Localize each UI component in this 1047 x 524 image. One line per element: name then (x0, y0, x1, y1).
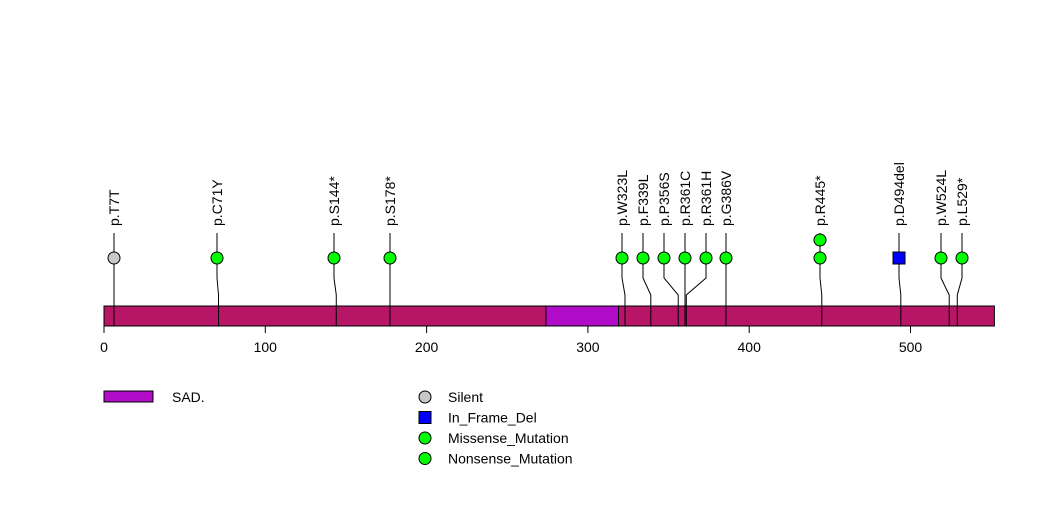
mutation-lollipop: p.R445* (812, 175, 828, 326)
x-tick-label: 0 (100, 339, 108, 355)
mutation-label: p.R361H (698, 171, 714, 226)
mutation-label: p.L529* (954, 177, 970, 226)
mutation-label: p.D494del (891, 162, 907, 226)
mutation-marker (383, 251, 397, 265)
mutation-lollipop: p.C71Y (209, 179, 225, 326)
x-tick-label: 100 (254, 339, 278, 355)
mutation-marker (719, 251, 733, 265)
mutation-marker (657, 251, 671, 265)
mutation-lollipop: p.F339L (635, 174, 652, 326)
x-tick-label: 500 (899, 339, 923, 355)
mutation-marker (678, 251, 692, 265)
legend-domain-label: SAD. (172, 389, 205, 405)
in-frame-del-marker (892, 251, 906, 265)
legend-type-label: Nonsense_Mutation (448, 451, 573, 467)
legend-type-label: Silent (448, 389, 483, 405)
mutation-label: p.P356S (656, 172, 672, 226)
mutation-label: p.C71Y (209, 179, 225, 226)
mutation-marker (107, 251, 121, 265)
mutation-lollipop: p.S144* (326, 176, 342, 326)
mutation-lollipop: p.W323L (614, 170, 630, 326)
mutation-lollipop: p.L529* (954, 177, 970, 326)
mutation-marker (813, 233, 827, 247)
mutation-lollipop: p.D494del (891, 162, 907, 326)
mutation-label: p.R445* (812, 175, 828, 226)
mutation-label: p.W323L (614, 170, 630, 226)
mutation-lollipop: p.T7T (106, 189, 122, 326)
mutation-lollipop: p.R361H (685, 171, 714, 326)
legend-type-label: In_Frame_Del (448, 410, 537, 426)
legend-circle-icon (418, 452, 432, 465)
mutation-lollipop: p.R361C (677, 171, 693, 326)
mutation-marker (955, 251, 969, 265)
mutation-lollipop: p.P356S (656, 172, 679, 326)
mutation-label: p.S178* (382, 176, 398, 226)
mutation-marker (934, 251, 948, 265)
mutation-label: p.G386V (718, 170, 734, 226)
mutation-label: p.S144* (326, 176, 342, 226)
mutation-label: p.R361C (677, 171, 693, 226)
mutation-marker (813, 251, 827, 265)
x-tick-label: 200 (415, 339, 439, 355)
x-tick-label: 400 (738, 339, 762, 355)
mutation-lollipop: p.G386V (718, 170, 734, 326)
legend-domain-swatch (103, 390, 154, 403)
mutation-marker (210, 251, 224, 265)
mutation-label: p.T7T (106, 189, 122, 226)
legend-circle-icon (418, 431, 432, 445)
mutation-marker (699, 251, 713, 265)
legend-circle-icon (418, 390, 432, 404)
legend-type-label: Missense_Mutation (448, 430, 569, 446)
mutation-lollipop: p.S178* (382, 176, 398, 326)
mutation-label: p.W524L (933, 170, 949, 226)
domain-0 (545, 305, 620, 327)
mutation-marker (327, 251, 341, 265)
mutation-marker (615, 251, 629, 265)
legend-square-icon (418, 411, 432, 424)
x-tick-label: 300 (576, 339, 600, 355)
mutation-lollipop: p.W524L (933, 170, 950, 326)
mutation-marker (636, 251, 650, 265)
mutation-label: p.F339L (635, 174, 651, 226)
